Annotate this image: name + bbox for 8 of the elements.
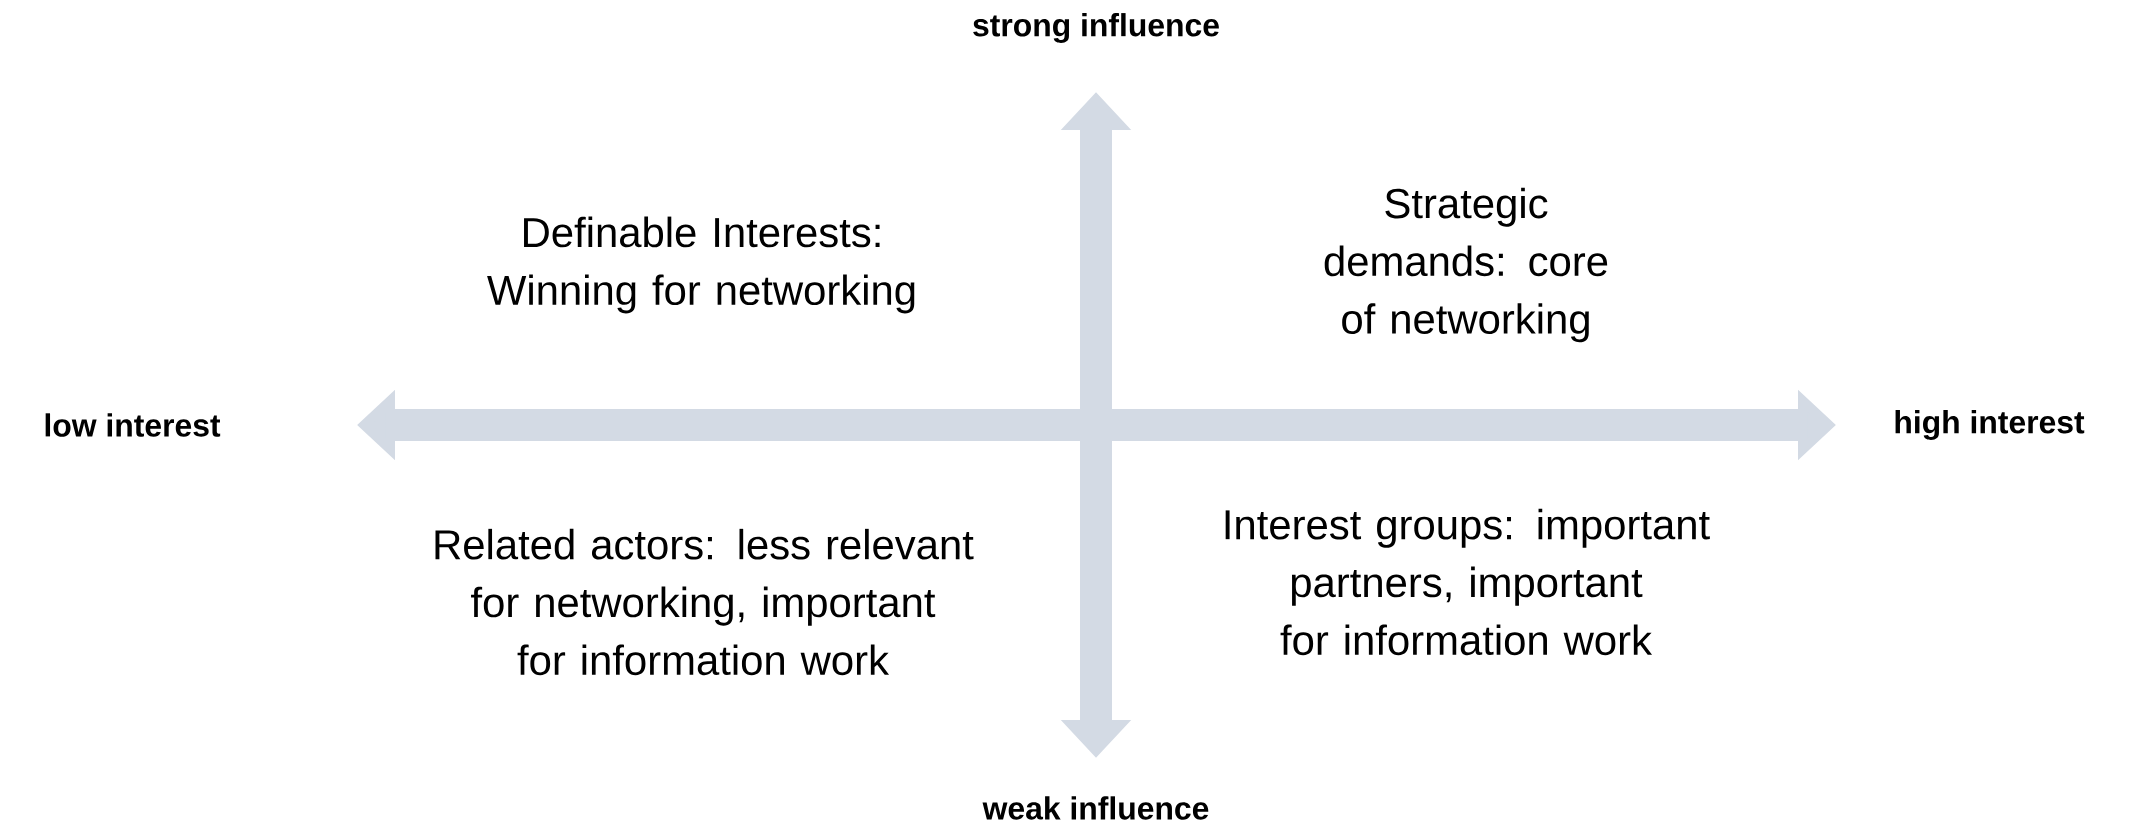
quadrant-text: Definable Interests: Winning for networking xyxy=(487,216,915,314)
quadrant-text: Related actors: less relevant for networking, important for information work xyxy=(435,528,974,676)
axis-label: strong influence xyxy=(973,13,1219,43)
quadrant-text: Interest groups: important partners, important for information work xyxy=(1225,508,1710,656)
quadrant-text: Strategic demands: core of networking xyxy=(1324,187,1608,343)
axis-label: weak influence xyxy=(982,796,1209,820)
axis-label: low interest xyxy=(45,413,221,437)
axis-label: high interest xyxy=(1895,410,2085,440)
